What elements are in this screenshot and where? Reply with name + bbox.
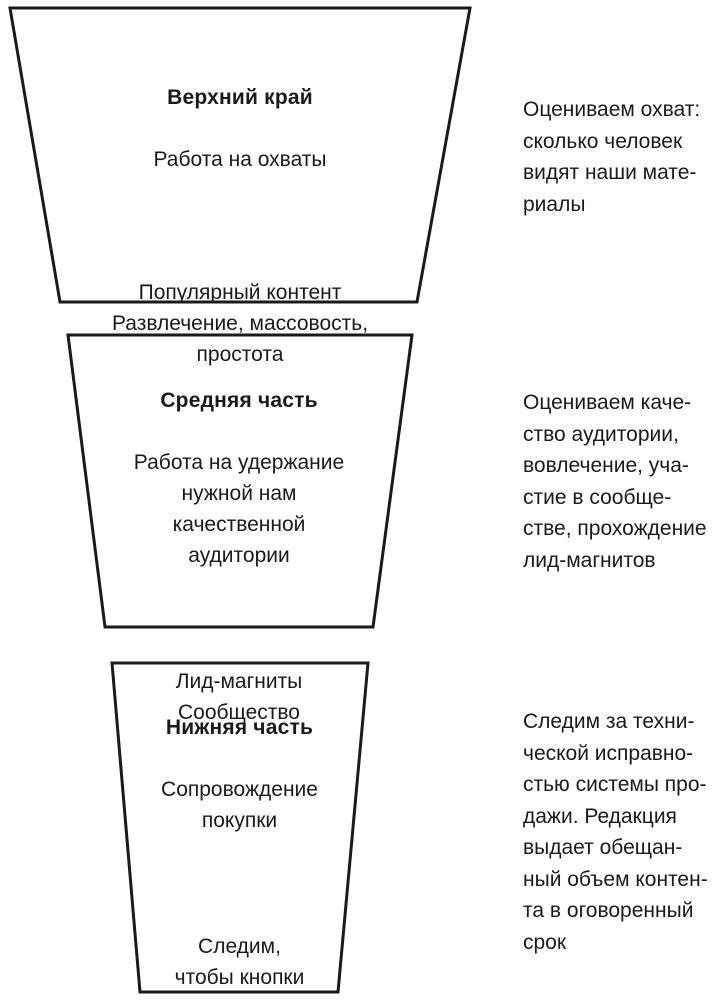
funnel-segment-middle-subtitle: Работа на удержание нужной нам качествен… xyxy=(133,451,345,567)
funnel-segment-bottom-title: Нижняя часть xyxy=(165,716,314,739)
funnel-segment-middle-title: Средняя часть xyxy=(160,389,318,412)
annotation-top-section: Оцениваем охват: сколько человек видят н… xyxy=(523,98,701,216)
funnel-segment-top-body: Популярный контент Развлечение, массовос… xyxy=(111,281,369,366)
spacer xyxy=(99,867,380,900)
funnel-segment-middle-shape xyxy=(66,333,414,629)
funnel-segment-top-shape xyxy=(8,6,472,304)
annotation-bottom-section: Следим за техни- ческой исправно- стью с… xyxy=(523,710,708,954)
spacer xyxy=(79,602,399,635)
funnel-segment-middle-text: Средняя часть Работа на удержание нужной… xyxy=(79,354,399,759)
funnel-segment-middle-body: Лид-магниты Сообщество xyxy=(175,670,303,724)
annotation-middle-section: Оцениваем каче- ство аудитории, вовлечен… xyxy=(523,391,707,572)
funnel-segment-top-title: Верхний край xyxy=(167,86,313,109)
funnel-segment-bottom-shape xyxy=(110,661,370,994)
spacer xyxy=(60,206,420,246)
funnel-segment-bottom-text: Нижняя часть Сопровождение покупки Следи… xyxy=(99,681,380,1000)
funnel-segment-bottom-body: Следим, чтобы кнопки нажимались и работа… xyxy=(174,935,305,1000)
funnel-segment-top-subtitle: Работа на охваты xyxy=(153,148,327,171)
funnel-segment-top-text: Верхний край Работа на охваты Популярный… xyxy=(60,51,420,401)
funnel-segment-bottom-subtitle: Сопровождение покупки xyxy=(161,778,318,832)
